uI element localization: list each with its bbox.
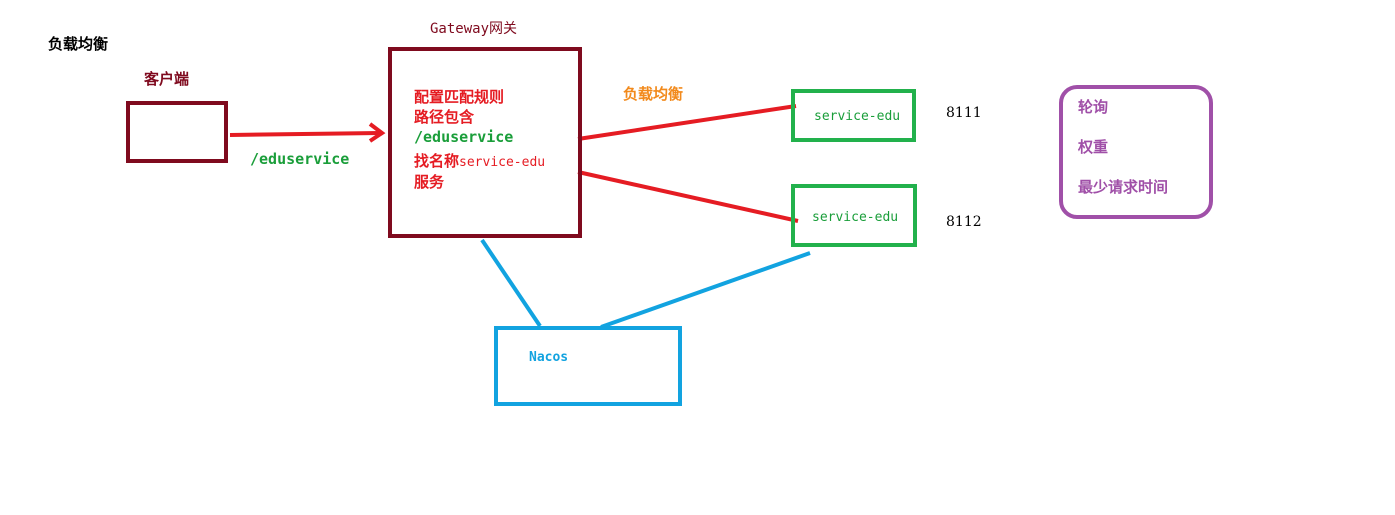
service1-box xyxy=(791,89,916,142)
request-path-label: /eduservice xyxy=(250,150,350,168)
gateway-to-service2-line xyxy=(577,170,799,223)
client-label: 客户端 xyxy=(144,70,190,88)
strategy-box xyxy=(1059,85,1213,219)
client-to-gateway-arrow xyxy=(229,131,381,137)
service2-to-nacos-line xyxy=(600,251,811,329)
strategy-least-time: 最少请求时间 xyxy=(1078,178,1169,196)
gateway-to-service1-line xyxy=(577,104,797,141)
load-balance-label: 负载均衡 xyxy=(623,85,684,103)
gateway-find-line: 找名称service-edu xyxy=(414,150,545,171)
gateway-rule-line1: 配置匹配规则 xyxy=(414,88,505,106)
strategy-round-robin: 轮询 xyxy=(1078,98,1109,116)
service2-name: service-edu xyxy=(812,210,899,225)
gateway-rule-line2: 路径包含 xyxy=(414,108,475,126)
gateway-label: Gateway网关 xyxy=(430,21,518,37)
gateway-service-word: 服务 xyxy=(414,173,445,191)
diagram-title: 负载均衡 xyxy=(48,35,109,53)
gateway-to-nacos-line xyxy=(480,238,542,328)
service1-port: 8111 xyxy=(946,105,982,121)
service2-port: 8112 xyxy=(946,214,982,230)
arrow-head xyxy=(368,122,386,143)
nacos-box xyxy=(494,326,682,406)
gateway-rule-path: /eduservice xyxy=(414,128,514,146)
client-box xyxy=(126,101,228,163)
service2-box xyxy=(791,184,917,247)
nacos-label: Nacos xyxy=(529,350,569,365)
gateway-find-service: service-edu xyxy=(459,155,546,170)
strategy-weight: 权重 xyxy=(1078,138,1109,156)
gateway-box xyxy=(388,47,582,238)
gateway-find-prefix: 找名称 xyxy=(414,152,460,170)
service1-name: service-edu xyxy=(814,109,901,124)
